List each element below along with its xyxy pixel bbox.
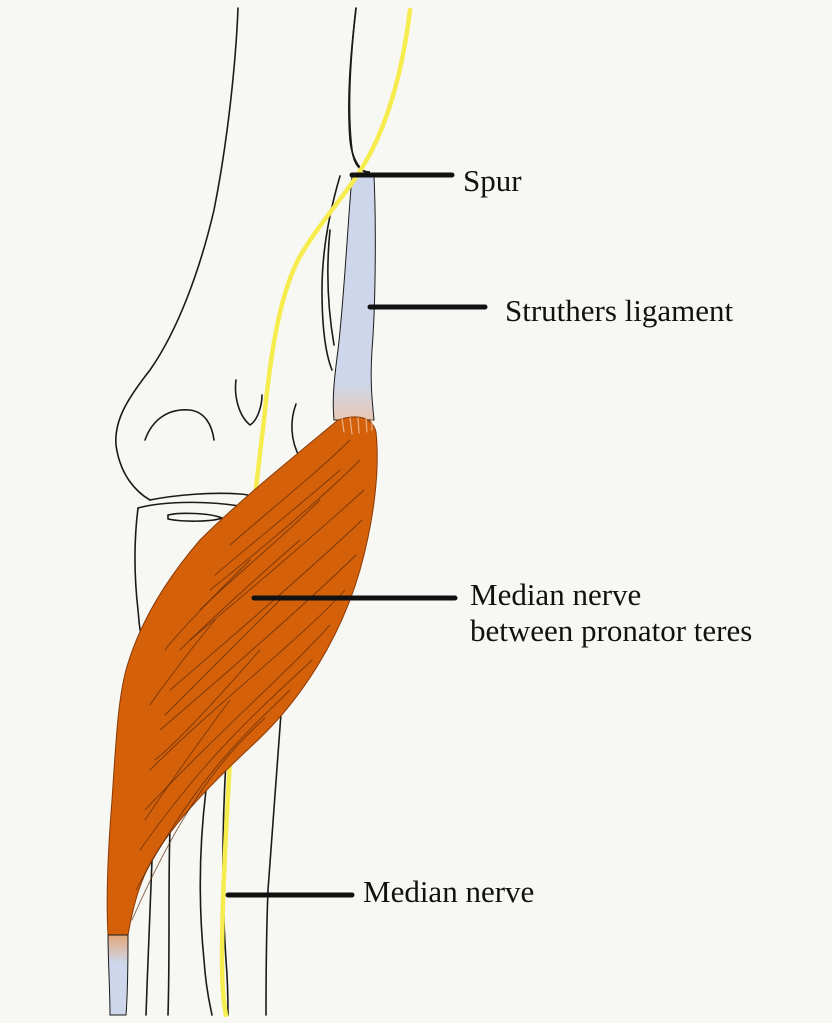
median-between-line2: between pronator teres — [470, 613, 753, 648]
spur-label: Spur — [463, 163, 522, 199]
medial-epicondyle-inner — [327, 229, 335, 346]
median-between-line1: Median nerve — [470, 577, 642, 612]
muscle-belly — [106, 416, 378, 936]
struthers-ligament-label-text: Struthers ligament — [505, 293, 734, 328]
radial-head-top — [137, 501, 241, 509]
struthers-ligament-label: Struthers ligament — [505, 293, 733, 329]
ulna-far-outline — [265, 699, 283, 1016]
median-nerve-label-text: Median nerve — [363, 874, 535, 909]
bone-outlines — [115, 7, 371, 1016]
leader-lines — [225, 172, 488, 898]
ulna-left-outline — [199, 789, 213, 1016]
proximal-tendon-fringe — [341, 417, 373, 435]
pronator-teres-muscle — [106, 416, 378, 1016]
muscle-distal-tendon — [107, 934, 129, 1016]
median-nerve-between-pronator-label: Median nerve between pronator teres — [470, 577, 752, 649]
radius-left-outline — [145, 859, 153, 1016]
struthers-ligament — [332, 175, 376, 421]
inner-condyle-curve — [234, 379, 263, 426]
humerus-lateral-outline — [115, 7, 239, 501]
radius-right-outline — [167, 829, 171, 1016]
trochlea-groove — [144, 409, 215, 441]
spur-label-text: Spur — [463, 163, 522, 198]
radial-head-slot — [167, 512, 223, 522]
median-nerve-label: Median nerve — [363, 874, 534, 910]
fossa-curve — [291, 403, 301, 459]
